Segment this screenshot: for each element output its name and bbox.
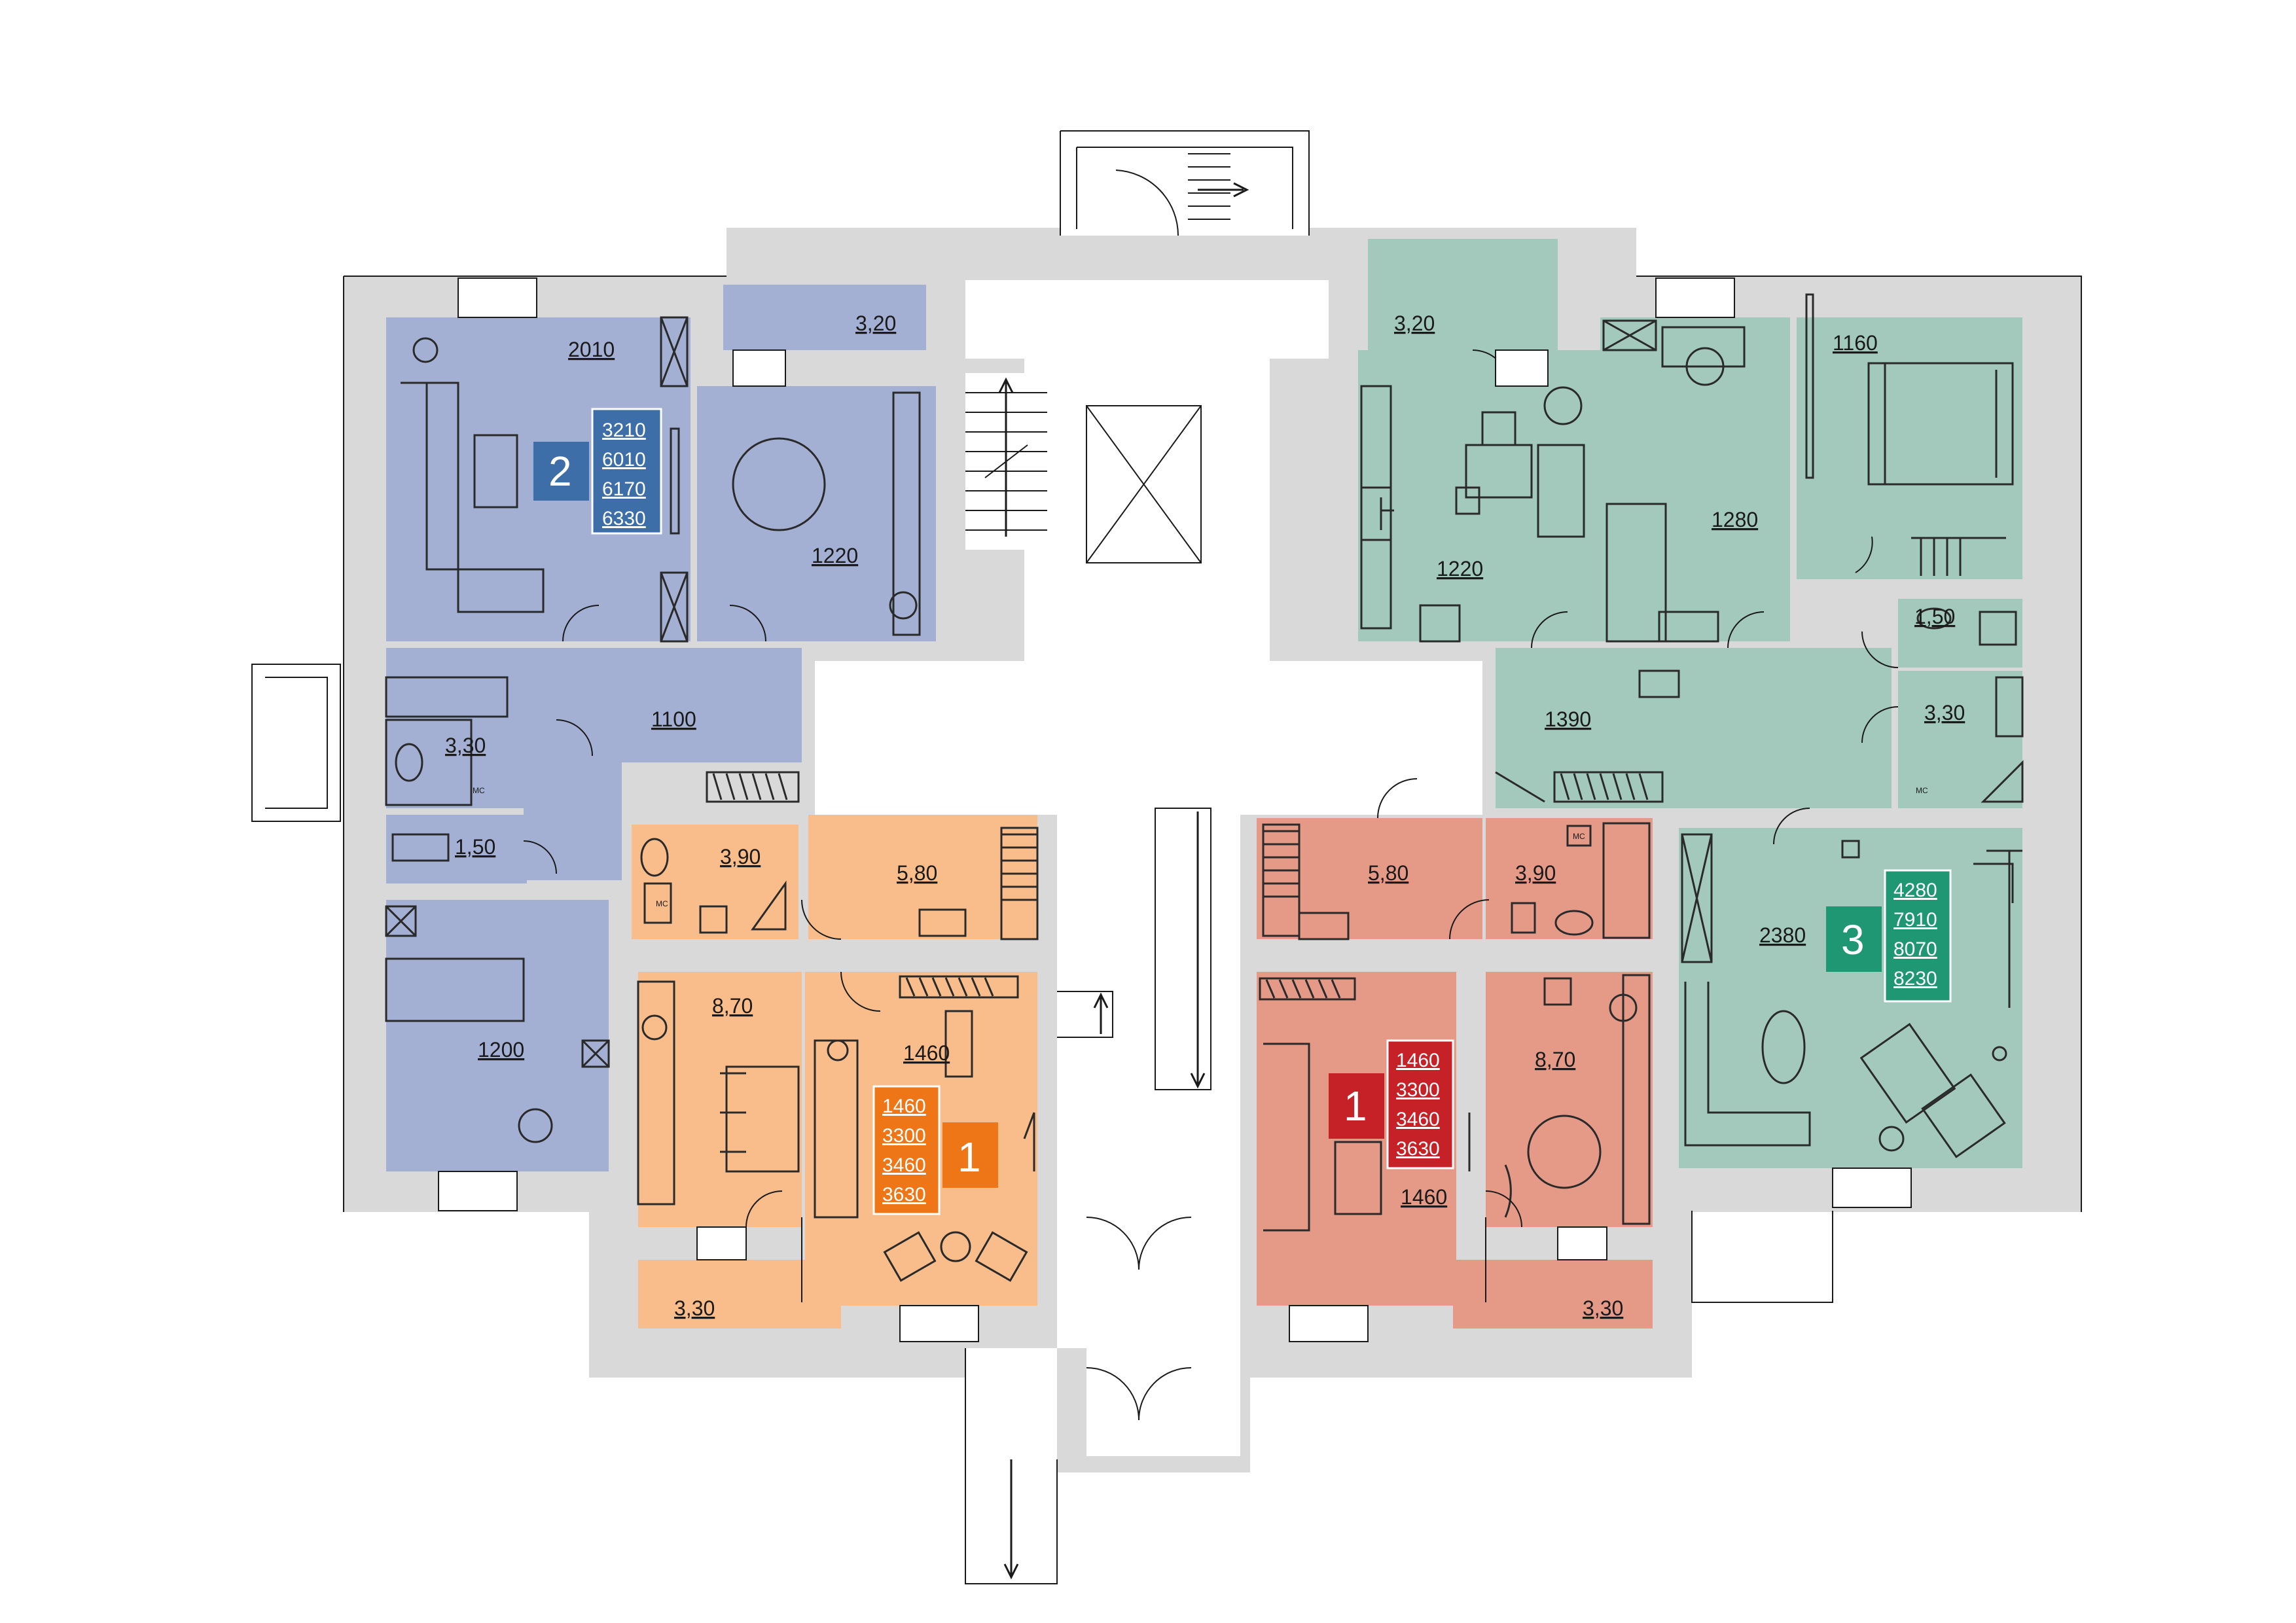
svg-text:8070: 8070: [1893, 938, 1937, 960]
svg-text:8,70: 8,70: [712, 994, 753, 1018]
svg-text:1,50: 1,50: [1914, 605, 1955, 628]
svg-text:1: 1: [1344, 1082, 1367, 1130]
svg-text:1,50: 1,50: [455, 835, 495, 859]
svg-text:1220: 1220: [1437, 557, 1483, 580]
svg-text:1200: 1200: [478, 1038, 524, 1061]
svg-text:3,30: 3,30: [445, 734, 486, 757]
apartment-badge-1-red: 1 1460 3300 3460 3630: [1329, 1039, 1454, 1169]
svg-text:3,30: 3,30: [674, 1296, 715, 1320]
room-kitchen: [638, 972, 802, 1227]
room-bedroom-small: [1600, 317, 1790, 641]
room-kitchen: [1486, 972, 1653, 1227]
svg-text:8230: 8230: [1893, 968, 1937, 990]
svg-text:3,90: 3,90: [1515, 861, 1556, 885]
apartment-orange: 3,90 5,80 8,70 1460 3,30 МС 1 1460 3300 …: [632, 815, 1039, 1342]
svg-text:2380: 2380: [1759, 923, 1806, 947]
svg-text:3630: 3630: [1396, 1138, 1440, 1160]
svg-text:5,80: 5,80: [1368, 861, 1408, 885]
room-bath: [632, 825, 798, 939]
room-living: [1679, 828, 2022, 1168]
room-bath: [386, 668, 524, 808]
svg-text:3,20: 3,20: [1394, 312, 1435, 335]
svg-text:1220: 1220: [812, 544, 858, 567]
bottom-entrance: [965, 1217, 1192, 1597]
svg-text:1280: 1280: [1712, 508, 1758, 531]
svg-text:6170: 6170: [602, 478, 646, 500]
room-bath: [1486, 818, 1653, 939]
svg-text:3,30: 3,30: [1924, 701, 1965, 724]
svg-text:3: 3: [1841, 916, 1865, 963]
room-hall: [1496, 648, 1892, 808]
svg-text:8,70: 8,70: [1535, 1048, 1575, 1071]
room-balcony: [1368, 239, 1558, 350]
wall-outlines: [343, 276, 2082, 1302]
room-bath: [1898, 671, 2022, 808]
svg-text:2010: 2010: [568, 338, 615, 361]
svg-text:1: 1: [958, 1133, 981, 1181]
svg-text:1460: 1460: [903, 1041, 950, 1065]
top-stair: [1060, 130, 1310, 236]
svg-text:3,90: 3,90: [720, 845, 761, 868]
svg-text:1390: 1390: [1545, 707, 1591, 731]
svg-text:1460: 1460: [882, 1096, 926, 1117]
room-bedroom: [386, 900, 609, 1171]
room-balcony: [723, 285, 926, 350]
stair-up: [965, 377, 1047, 537]
svg-text:МС: МС: [1916, 786, 1928, 795]
room-wc: [386, 815, 527, 883]
svg-text:3300: 3300: [1396, 1079, 1440, 1101]
svg-text:6010: 6010: [602, 449, 646, 471]
apartment-red: 5,80 3,90 8,70 1460 3,30 МС 1 1460 3300 …: [1257, 778, 1653, 1342]
svg-text:1100: 1100: [651, 707, 696, 731]
svg-text:МС: МС: [1573, 832, 1585, 841]
svg-text:1160: 1160: [1833, 331, 1878, 355]
svg-text:3210: 3210: [602, 419, 646, 441]
svg-text:МС: МС: [473, 786, 485, 795]
svg-text:3630: 3630: [882, 1184, 926, 1205]
svg-text:3,20: 3,20: [855, 312, 896, 335]
room-bedroom: [1797, 317, 2022, 579]
apartment-badge-3: 3 4280 7910 8070 8230: [1826, 869, 1952, 1003]
svg-text:1460: 1460: [1401, 1185, 1447, 1209]
apartment-badge-1-orange: 1 1460 3300 3460 3630: [872, 1085, 998, 1215]
room-hall: [808, 815, 1037, 939]
room-corridor: [524, 720, 622, 880]
central-stair: [1057, 808, 1211, 1090]
svg-text:2: 2: [548, 448, 572, 495]
room-wc: [1898, 599, 2022, 668]
svg-text:4280: 4280: [1893, 880, 1937, 901]
svg-text:3,30: 3,30: [1583, 1296, 1623, 1320]
common-areas: [251, 130, 1833, 1597]
room-balcony: [638, 1260, 841, 1329]
room-hall: [1257, 818, 1482, 939]
elevator-shaft: [1086, 405, 1202, 563]
svg-text:7910: 7910: [1893, 909, 1937, 931]
svg-text:МС: МС: [656, 899, 668, 908]
apartment-green: 3,20 1220 1280 1160 1,50 1390 3,30 2380 …: [1358, 239, 2024, 1208]
apartment-badge-2: 2 3210 6010 6170 6330: [533, 408, 662, 535]
svg-text:3300: 3300: [882, 1125, 926, 1147]
svg-text:6330: 6330: [602, 508, 646, 529]
svg-text:1460: 1460: [1396, 1050, 1440, 1071]
svg-text:5,80: 5,80: [897, 861, 937, 885]
svg-text:3460: 3460: [882, 1154, 926, 1176]
svg-text:3460: 3460: [1396, 1109, 1440, 1130]
apartment-blue: 2010 3,20 1220 1100 3,30 1,50 1200 МС 2 …: [385, 277, 936, 1211]
room-kitchen: [697, 386, 936, 641]
